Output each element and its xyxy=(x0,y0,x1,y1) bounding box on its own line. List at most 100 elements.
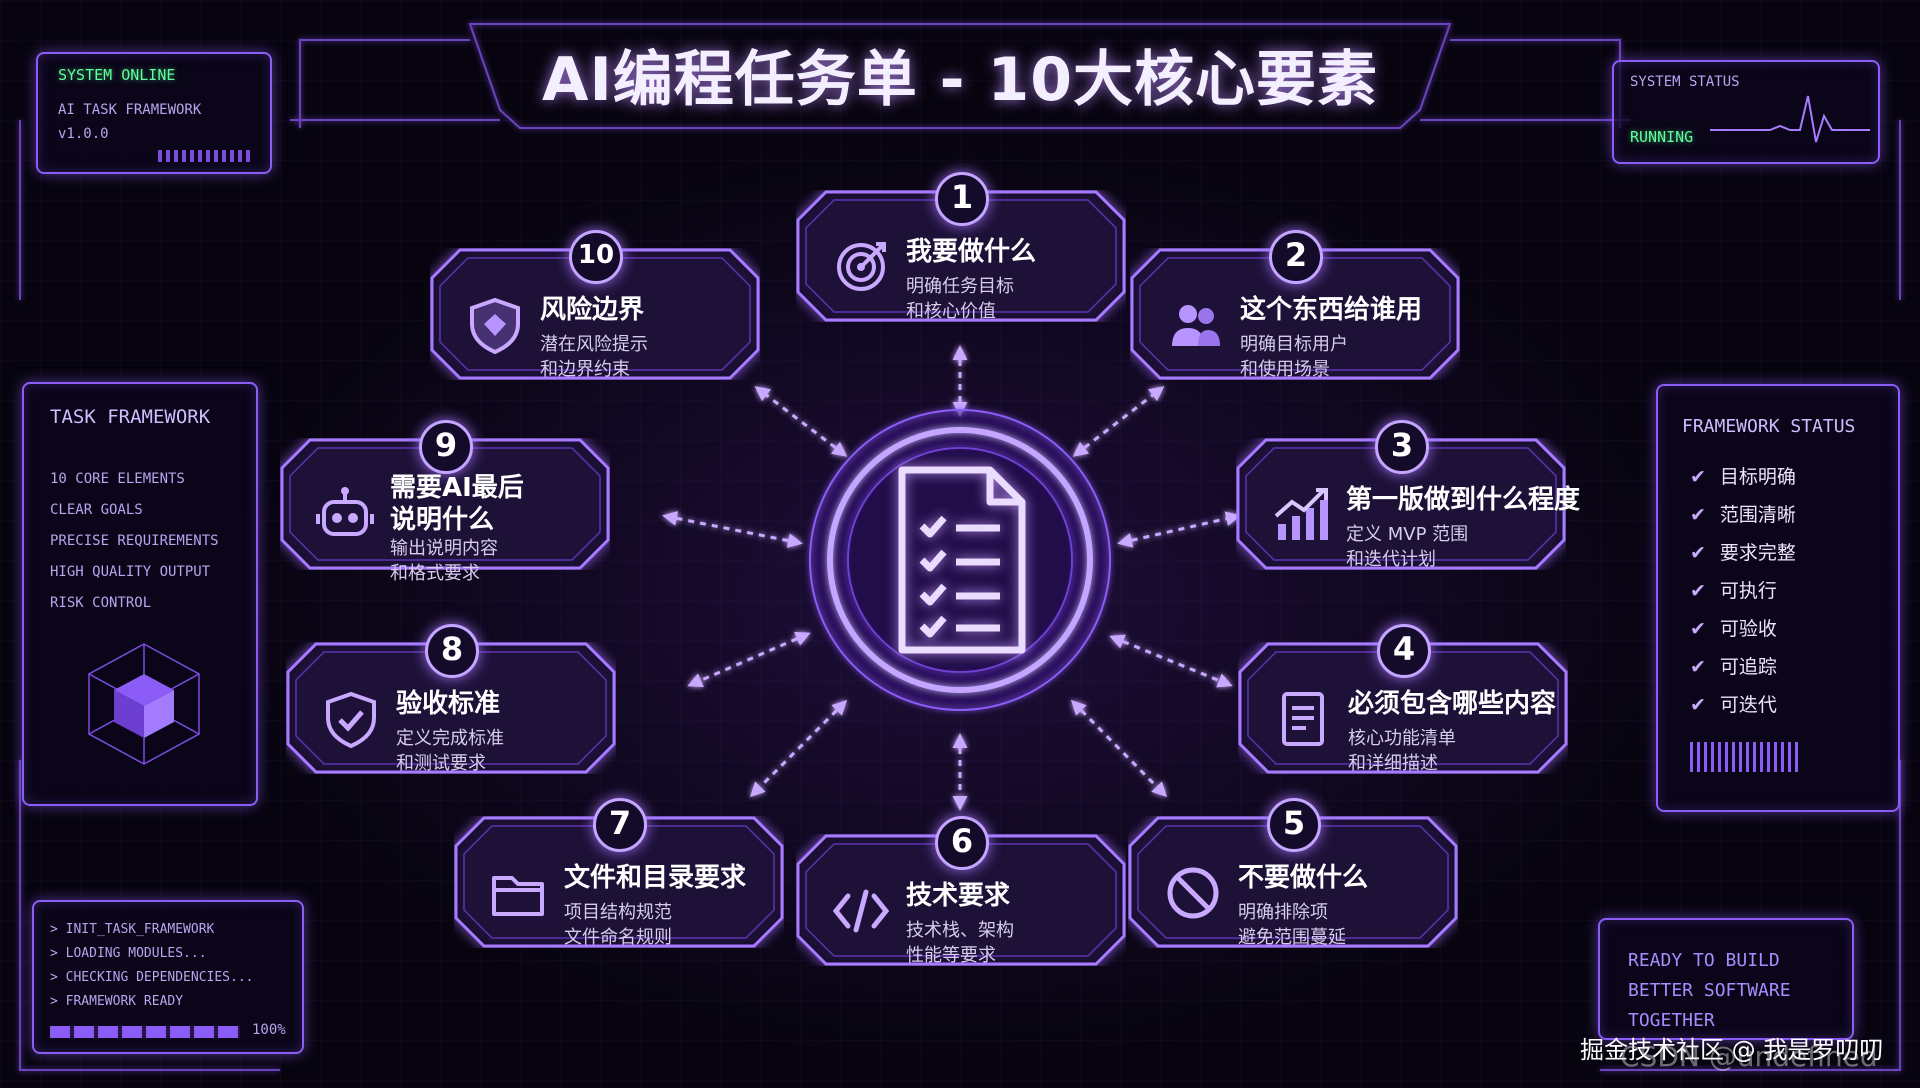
progress-bar xyxy=(50,1026,240,1038)
status-item: ✔要求完整 xyxy=(1690,542,1796,564)
node-title: 需要AI最后说明什么 xyxy=(390,473,524,535)
topic-node-4: 4 必须包含哪些内容核心功能清单和详细描述 xyxy=(1238,624,1568,774)
task-framework-heading: TASK FRAMEWORK xyxy=(50,406,211,428)
shield-alert-icon xyxy=(470,297,520,354)
central-task-document xyxy=(840,440,1080,680)
node-frame xyxy=(280,438,610,570)
node-frame xyxy=(286,642,616,774)
watermark-csdn: CSDN @undefined xyxy=(1620,1040,1878,1073)
node-desc-line1: 技术栈、架构 xyxy=(906,920,1014,941)
page-title: AI编程任务单 - 10大核心要素 xyxy=(542,45,1378,115)
node-description: 明确排除项避免范围蔓延 xyxy=(1238,900,1346,950)
node-desc-line2: 和格式要求 xyxy=(390,563,480,584)
node-number: 7 xyxy=(593,798,647,852)
version-label: v1.0.0 xyxy=(58,126,109,142)
status-item: ✔目标明确 xyxy=(1690,466,1796,488)
node-title: 文件和目录要求 xyxy=(564,863,747,893)
node-desc-line1: 明确排除项 xyxy=(1238,902,1328,923)
node-title: 必须包含哪些内容 xyxy=(1348,689,1557,719)
node-number: 10 xyxy=(569,230,623,284)
node-number: 9 xyxy=(419,420,473,474)
node-description: 明确任务目标和核心价值 xyxy=(906,274,1014,324)
node-title: 第一版做到什么程度 xyxy=(1346,485,1581,515)
list-item: 10 CORE ELEMENTS xyxy=(50,471,185,487)
node-desc-line1: 输出说明内容 xyxy=(390,538,498,559)
framework-status-heading: FRAMEWORK STATUS xyxy=(1682,416,1856,437)
check-icon: ✔ xyxy=(1690,618,1706,640)
users-icon xyxy=(1172,305,1220,346)
check-icon: ✔ xyxy=(1690,504,1706,526)
check-icon: ✔ xyxy=(1690,694,1706,716)
topic-node-2: 2 这个东西给谁用明确目标用户和使用场景 xyxy=(1130,230,1460,380)
system-online-panel: SYSTEM ONLINE AI TASK FRAMEWORK v1.0.0 xyxy=(36,52,272,174)
progress-percent: 100% xyxy=(252,1022,286,1038)
node-title: 技术要求 xyxy=(906,881,1011,911)
node-number: 5 xyxy=(1267,798,1321,852)
node-number: 1 xyxy=(935,172,989,226)
ready-line: READY TO BUILD xyxy=(1628,950,1780,971)
node-desc-line1: 项目结构规范 xyxy=(564,902,672,923)
node-desc-line2: 和迭代计划 xyxy=(1346,549,1436,570)
node-desc-line1: 明确任务目标 xyxy=(906,276,1014,297)
node-description: 定义完成标准和测试要求 xyxy=(396,726,504,776)
node-desc-line1: 明确目标用户 xyxy=(1240,334,1348,355)
node-number: 3 xyxy=(1375,420,1429,474)
node-desc-line2: 避免范围蔓延 xyxy=(1238,927,1346,948)
barcode-decoration xyxy=(158,150,254,162)
ready-lines: READY TO BUILD BETTER SOFTWARE TOGETHER xyxy=(1628,946,1791,1036)
ready-line: TOGETHER xyxy=(1628,1010,1715,1031)
document-icon xyxy=(1282,692,1324,746)
node-description: 明确目标用户和使用场景 xyxy=(1240,332,1348,382)
status-item: ✔范围清晰 xyxy=(1690,504,1796,526)
topic-node-7: 7 文件和目录要求项目结构规范文件命名规则 xyxy=(454,798,784,948)
framework-name: AI TASK FRAMEWORK xyxy=(58,102,202,118)
status-item: ✔可验收 xyxy=(1690,618,1777,640)
cube-icon xyxy=(88,643,200,765)
node-title: 这个东西给谁用 xyxy=(1240,295,1423,325)
console-line: > LOADING MODULES... xyxy=(50,946,207,961)
node-description: 输出说明内容和格式要求 xyxy=(390,536,498,586)
node-desc-line1: 核心功能清单 xyxy=(1348,728,1456,749)
node-number: 2 xyxy=(1269,230,1323,284)
node-title: 我要做什么 xyxy=(906,237,1037,267)
node-frame xyxy=(430,248,760,380)
topic-node-3: 3 第一版做到什么程度定义 MVP 范围和迭代计划 xyxy=(1236,420,1581,572)
node-desc-line2: 性能等要求 xyxy=(906,945,996,966)
code-icon xyxy=(832,889,890,933)
check-icon: ✔ xyxy=(1690,580,1706,602)
equalizer-decoration xyxy=(1690,742,1800,772)
left-panel-list: 10 CORE ELEMENTS CLEAR GOALS PRECISE REQ… xyxy=(50,464,219,619)
node-number: 4 xyxy=(1377,624,1431,678)
status-checklist: ✔目标明确 ✔范围清晰 ✔要求完整 ✔可执行 ✔可验收 ✔可追踪 ✔可迭代 xyxy=(1690,458,1796,724)
watermark: 掘金技术社区 @ 我是罗叨叨 xyxy=(1580,1036,1884,1064)
node-frame xyxy=(1236,438,1566,570)
node-desc-line2: 和详细描述 xyxy=(1348,753,1438,774)
node-description: 技术栈、架构性能等要求 xyxy=(906,918,1014,968)
check-icon: ✔ xyxy=(1690,542,1706,564)
node-description: 项目结构规范文件命名规则 xyxy=(564,900,672,950)
console-line: > FRAMEWORK READY xyxy=(50,994,184,1009)
node-desc-line2: 文件命名规则 xyxy=(564,927,672,948)
task-framework-panel: TASK FRAMEWORK 10 CORE ELEMENTS CLEAR GO… xyxy=(22,382,258,806)
growth-chart-icon xyxy=(1274,488,1328,540)
node-number: 6 xyxy=(935,816,989,870)
node-title: 风险边界 xyxy=(540,295,645,325)
node-desc-line2: 和测试要求 xyxy=(396,753,486,774)
topic-node-1: 1 我要做什么明确任务目标和核心价值 xyxy=(796,172,1126,322)
status-item: ✔可执行 xyxy=(1690,580,1777,602)
status-item: ✔可追踪 xyxy=(1690,656,1777,678)
list-item: CLEAR GOALS xyxy=(50,502,143,518)
node-title: 验收标准 xyxy=(396,689,501,719)
progress-fill xyxy=(50,1026,240,1038)
node-description: 核心功能清单和详细描述 xyxy=(1348,726,1456,776)
robot-icon xyxy=(316,487,374,536)
list-item: PRECISE REQUIREMENTS xyxy=(50,533,219,549)
node-description: 定义 MVP 范围和迭代计划 xyxy=(1346,522,1468,572)
prohibited-icon xyxy=(1167,867,1219,919)
node-frame xyxy=(796,190,1126,322)
topic-node-6: 6 技术要求技术栈、架构性能等要求 xyxy=(796,816,1126,966)
